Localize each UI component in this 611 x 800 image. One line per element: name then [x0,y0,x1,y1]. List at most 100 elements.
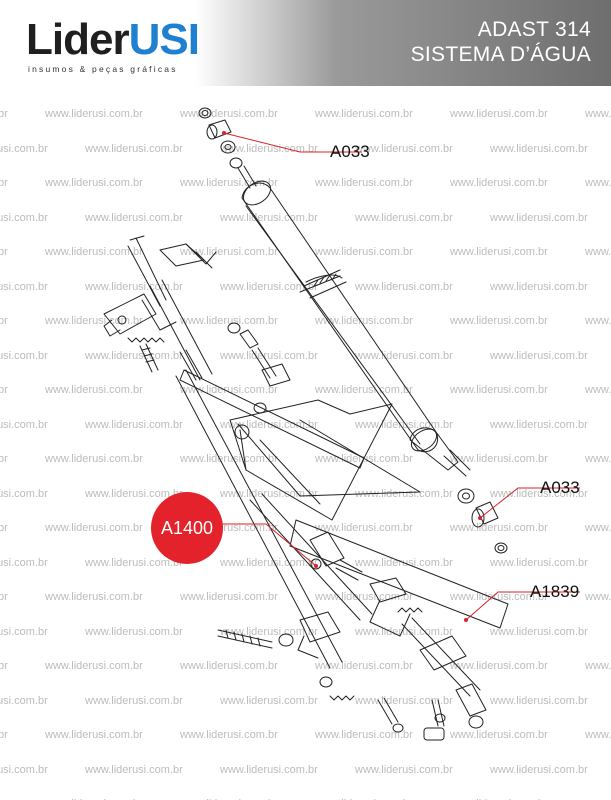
watermark-text: www.liderusi.com.br [180,384,278,396]
watermark-text: www.liderusi.com.br [45,729,143,741]
watermark-text: www.liderusi.com.br [585,315,611,327]
bottom-screw-part [377,697,404,733]
watermark-text: www.liderusi.com.br [0,142,48,155]
watermark-text: www.liderusi.com.br [0,453,8,465]
a1400-red-badge: A1400 [151,492,223,564]
watermark-text: www.liderusi.com.br [180,453,278,465]
watermark-text: www.liderusi.com.br [315,246,413,258]
watermark-text: www.liderusi.com.br [220,556,318,569]
watermark-text: www.liderusi.com.br [0,384,8,396]
watermark-text: www.liderusi.com.br [85,349,183,362]
logo-text-usi: USI [128,15,200,64]
watermark-text: www.liderusi.com.br [355,142,453,155]
watermark-text: www.liderusi.com.br [0,280,48,293]
watermark-text: www.liderusi.com.br [45,453,143,465]
watermark-text: www.liderusi.com.br [490,556,588,569]
label-a033-right: A033 [540,478,580,497]
watermark-text: www.liderusi.com.br [450,108,548,120]
watermark-text: www.liderusi.com.br [45,384,143,396]
watermark-text: www.liderusi.com.br [0,798,45,800]
watermark-text: www.liderusi.com.br [220,418,318,431]
marker-a1839 [464,618,468,622]
watermark-row: www.liderusi.com.br www.liderusi.com.br ww… [0,143,611,155]
watermark-text: www.liderusi.com.br [45,108,143,120]
watermark-text: www.liderusi.com.br [315,177,413,189]
watermark-text: www.liderusi.com.br [220,142,318,155]
watermark-text: www.liderusi.com.br [585,522,611,534]
watermark-text: www.liderusi.com.br [180,729,278,741]
watermark-text: www.liderusi.com.br [0,315,8,327]
watermark-text: www.liderusi.com.br [85,556,183,569]
watermark-row: www.liderusi.com.br www.liderusi.com.br ww… [0,350,611,362]
watermark-text: www.liderusi.com.br [0,418,48,431]
watermark-text: www.liderusi.com.br [0,625,48,638]
watermark-text: www.liderusi.com.br [315,522,413,534]
watermark-text: www.liderusi.com.br [0,660,8,672]
watermark-text: www.liderusi.com.br [490,694,588,707]
watermark-text: www.liderusi.com.br [585,384,611,396]
header-bar: LiderUSI insumos & peças gráficas ADAST … [0,0,611,86]
leader-a033-right [479,487,580,519]
center-screw-part [179,349,203,381]
main-roller-part [241,180,438,453]
watermark-text: www.liderusi.com.br [220,280,318,293]
watermark-text: www.liderusi.com.br [0,556,48,569]
liderusi-logo: LiderUSI insumos & peças gráficas [26,15,200,78]
watermark-text: www.liderusi.com.br [315,108,413,120]
watermark-text: www.liderusi.com.br [85,694,183,707]
logo-tagline: insumos & peças gráficas [28,64,178,74]
watermark-text: www.liderusi.com.br [585,177,611,189]
watermark-text: www.liderusi.com.br [220,487,318,500]
marker-a033-top [222,131,226,135]
watermark-text: www.liderusi.com.br [85,763,183,776]
top-washer-part [198,107,212,119]
watermark-text: www.liderusi.com.br [355,487,453,500]
watermark-text: www.liderusi.com.br [0,591,8,603]
watermark-text: www.liderusi.com.br [0,763,48,776]
system-title: SISTEMA D’ÁGUA [410,43,591,66]
watermark-text: www.liderusi.com.br [585,660,611,672]
watermark-text: www.liderusi.com.br [355,694,453,707]
watermark-text: www.liderusi.com.br [180,798,315,800]
watermark-text: www.liderusi.com.br [45,246,143,258]
marker-a033-right [478,516,482,520]
watermark-text: www.liderusi.com.br [0,211,48,224]
marker-a1400 [314,564,318,568]
watermark-text: www.liderusi.com.br [85,625,183,638]
watermark-text: www.liderusi.com.br [220,763,318,776]
left-spring-part [127,337,165,343]
exploded-parts-diagram [103,107,580,741]
watermark-text: www.liderusi.com.br [0,349,48,362]
watermark-text: www.liderusi.com.br [85,142,183,155]
watermark-text: www.liderusi.com.br [0,487,48,500]
watermark-text: www.liderusi.com.br [355,763,453,776]
watermark-row: www.liderusi.com.brwww.liderusi.com.brww… [0,798,611,800]
logo-text-lider: Lider [26,15,130,64]
watermark-text: www.liderusi.com.br [45,798,180,800]
watermark-text: www.liderusi.com.br [315,660,413,672]
label-a1839: A1839 [530,582,580,601]
watermark-row: www.liderusi.com.br www.liderusi.com.br ww… [0,660,611,672]
watermark-text: www.liderusi.com.br [450,246,548,258]
watermark-text: www.liderusi.com.br [490,142,588,155]
left-screw-part [139,343,159,373]
watermark-text: www.liderusi.com.br [220,349,318,362]
watermark-row: www.liderusi.com.br www.liderusi.com.br ww… [0,764,611,776]
watermark-text: www.liderusi.com.br [0,694,48,707]
ductor-frame-part [249,493,509,629]
lower-roller-part [409,427,471,477]
watermark-text: www.liderusi.com.br [450,798,585,800]
watermark-text: www.liderusi.com.br [0,246,8,258]
watermark-text: www.liderusi.com.br [450,660,548,672]
watermark-text: www.liderusi.com.br [490,280,588,293]
watermark-text: www.liderusi.com.br [585,246,611,258]
watermark-row: www.liderusi.com.brwww.liderusi.com.brww… [0,212,611,224]
watermark-text: www.liderusi.com.br [450,591,548,603]
watermark-text: www.liderusi.com.br [315,798,450,800]
watermark-text: www.liderusi.com.br [45,591,143,603]
top-bushing-part [206,119,243,169]
watermark-text: www.liderusi.com.br [585,453,611,465]
watermark-text: www.liderusi.com.br [490,418,588,431]
watermark-text: www.liderusi.com.br [0,177,8,189]
lower-left-bracket [278,611,341,688]
